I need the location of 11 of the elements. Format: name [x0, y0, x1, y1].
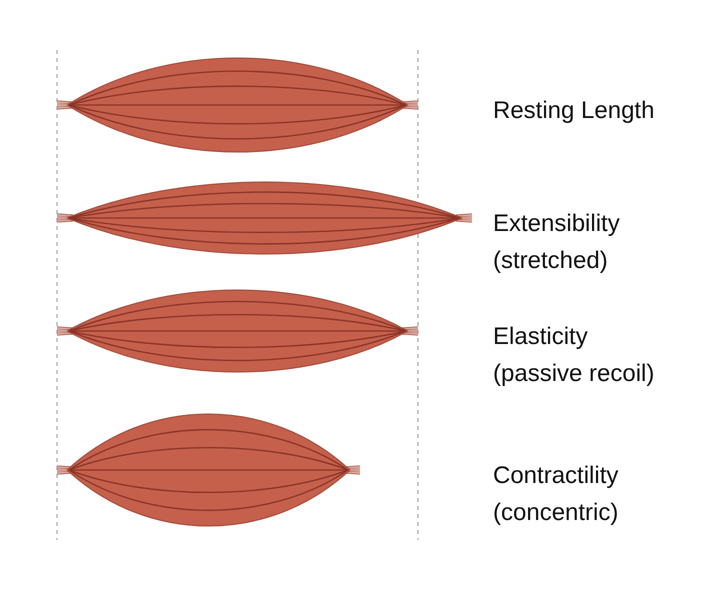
muscle-drawing — [57, 181, 472, 255]
muscle-label: Extensibility — [493, 209, 620, 239]
muscle-label: Contractility — [493, 461, 618, 491]
muscle-drawing — [57, 413, 360, 527]
muscle-label: (stretched) — [493, 246, 608, 276]
muscle-drawing — [57, 289, 418, 373]
muscle-label: Elasticity — [493, 322, 588, 352]
muscle-drawing — [57, 57, 418, 153]
muscle-label: (passive recoil) — [493, 359, 654, 389]
muscle-label: Resting Length — [493, 96, 654, 126]
muscle-label: (concentric) — [493, 498, 618, 528]
